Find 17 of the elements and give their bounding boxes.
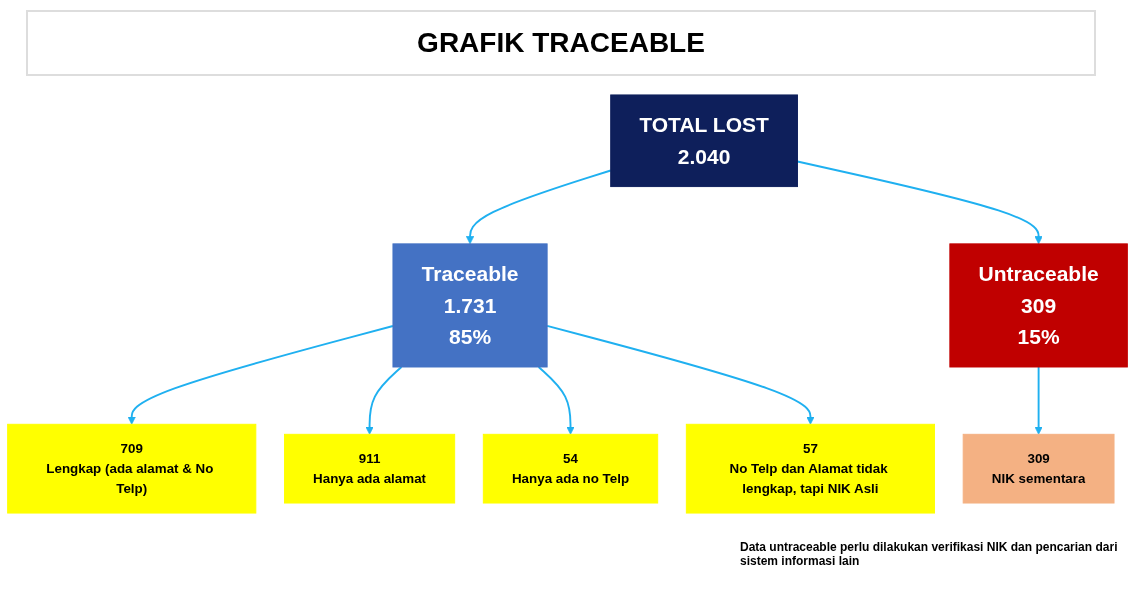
node-box: 309 NIK sementara — [962, 433, 1115, 504]
node-box: TOTAL LOST 2.040 — [610, 94, 798, 188]
node-box: Traceable 1.731 85% — [392, 243, 548, 368]
arrow — [365, 366, 403, 435]
arrow — [796, 160, 1043, 245]
node-box: 57 No Telp dan Alamat tidak lengkap, tapi NIK Asli — [685, 423, 935, 514]
arrow — [537, 366, 575, 435]
arrow — [465, 169, 612, 245]
arrow — [546, 324, 815, 425]
node-box: 709 Lengkap (ada alamat & No Telp) — [7, 423, 257, 514]
node-box: 54 Hanya ada no Telp — [482, 433, 659, 504]
arrow — [127, 325, 394, 425]
node-box: Untraceable 309 15% — [949, 243, 1128, 368]
node-box: 911 Hanya ada alamat — [284, 433, 456, 504]
arrow — [1034, 366, 1043, 435]
title: GRAFIK TRACEABLE — [26, 10, 1096, 76]
note-text: Data untraceable perlu dilakukan verifikasi NIK dan pencarian dari sistem informasi lain — [740, 540, 1119, 568]
